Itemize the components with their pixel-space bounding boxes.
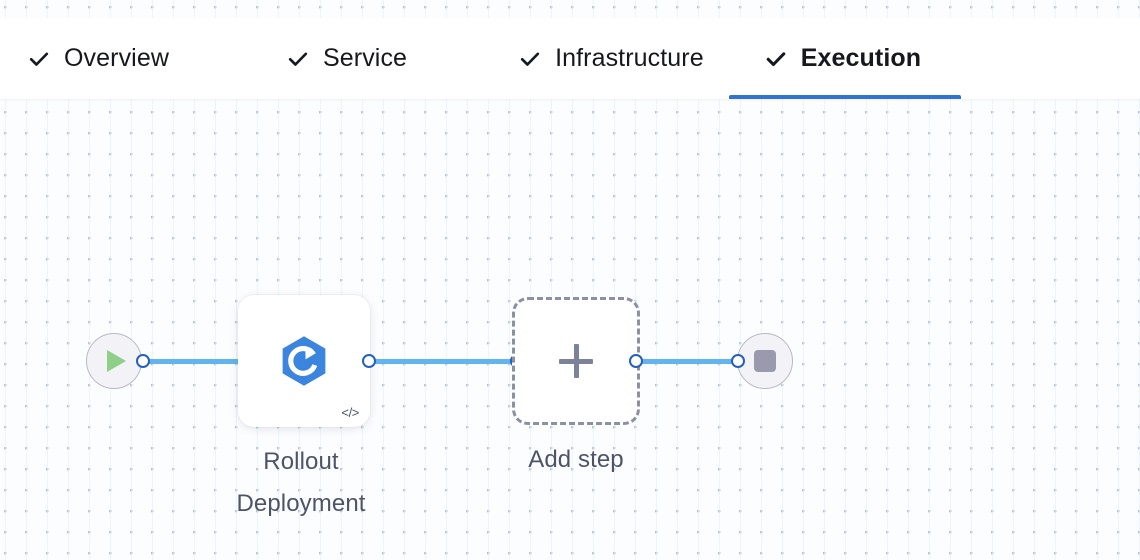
- tab-execution[interactable]: Execution: [728, 18, 962, 99]
- edge-add-step-to-end[interactable]: [639, 359, 739, 364]
- tab-service-label: Service: [323, 44, 408, 72]
- end-node-circle[interactable]: [737, 333, 793, 389]
- play-icon: [107, 350, 126, 372]
- check-icon: [766, 51, 786, 66]
- tab-infrastructure[interactable]: Infrastructure: [515, 18, 708, 99]
- stop-icon: [754, 350, 776, 372]
- edge-rollout-to-add-step[interactable]: [372, 359, 514, 364]
- node-add-step-label: Add step: [528, 446, 624, 473]
- rollout-deployment-card[interactable]: </>: [238, 295, 370, 427]
- active-tab-underline: [728, 95, 962, 99]
- node-rollout-deployment-label: Rollout Deployment: [236, 448, 366, 517]
- tab-service[interactable]: Service: [283, 18, 411, 99]
- pipeline-tab-bar: Overview Service Infrastructure: [0, 18, 1140, 99]
- port-end-input[interactable]: [731, 354, 745, 368]
- check-icon: [520, 52, 540, 66]
- port-rollout-input[interactable]: [362, 354, 376, 368]
- tab-overview[interactable]: Overview: [24, 18, 173, 99]
- tab-execution-label: Execution: [800, 44, 922, 72]
- tab-overview-label: Overview: [64, 44, 169, 72]
- execution-flow-graph: </> Rollout Deployment Add step: [0, 99, 1140, 560]
- code-badge-icon: </>: [341, 405, 359, 420]
- plus-icon-vertical: [573, 344, 579, 378]
- port-add-step-output[interactable]: [629, 354, 643, 368]
- tab-infrastructure-label: Infrastructure: [555, 44, 704, 72]
- rollout-deployment-icon: [282, 336, 326, 386]
- check-icon: [29, 52, 49, 66]
- check-icon: [288, 52, 308, 66]
- node-end[interactable]: [737, 333, 793, 389]
- node-start[interactable]: [86, 333, 142, 389]
- start-node-circle[interactable]: [86, 333, 142, 389]
- edge-start-to-rollout[interactable]: [146, 359, 240, 364]
- add-step-card[interactable]: [512, 297, 640, 425]
- port-start-output[interactable]: [136, 354, 150, 368]
